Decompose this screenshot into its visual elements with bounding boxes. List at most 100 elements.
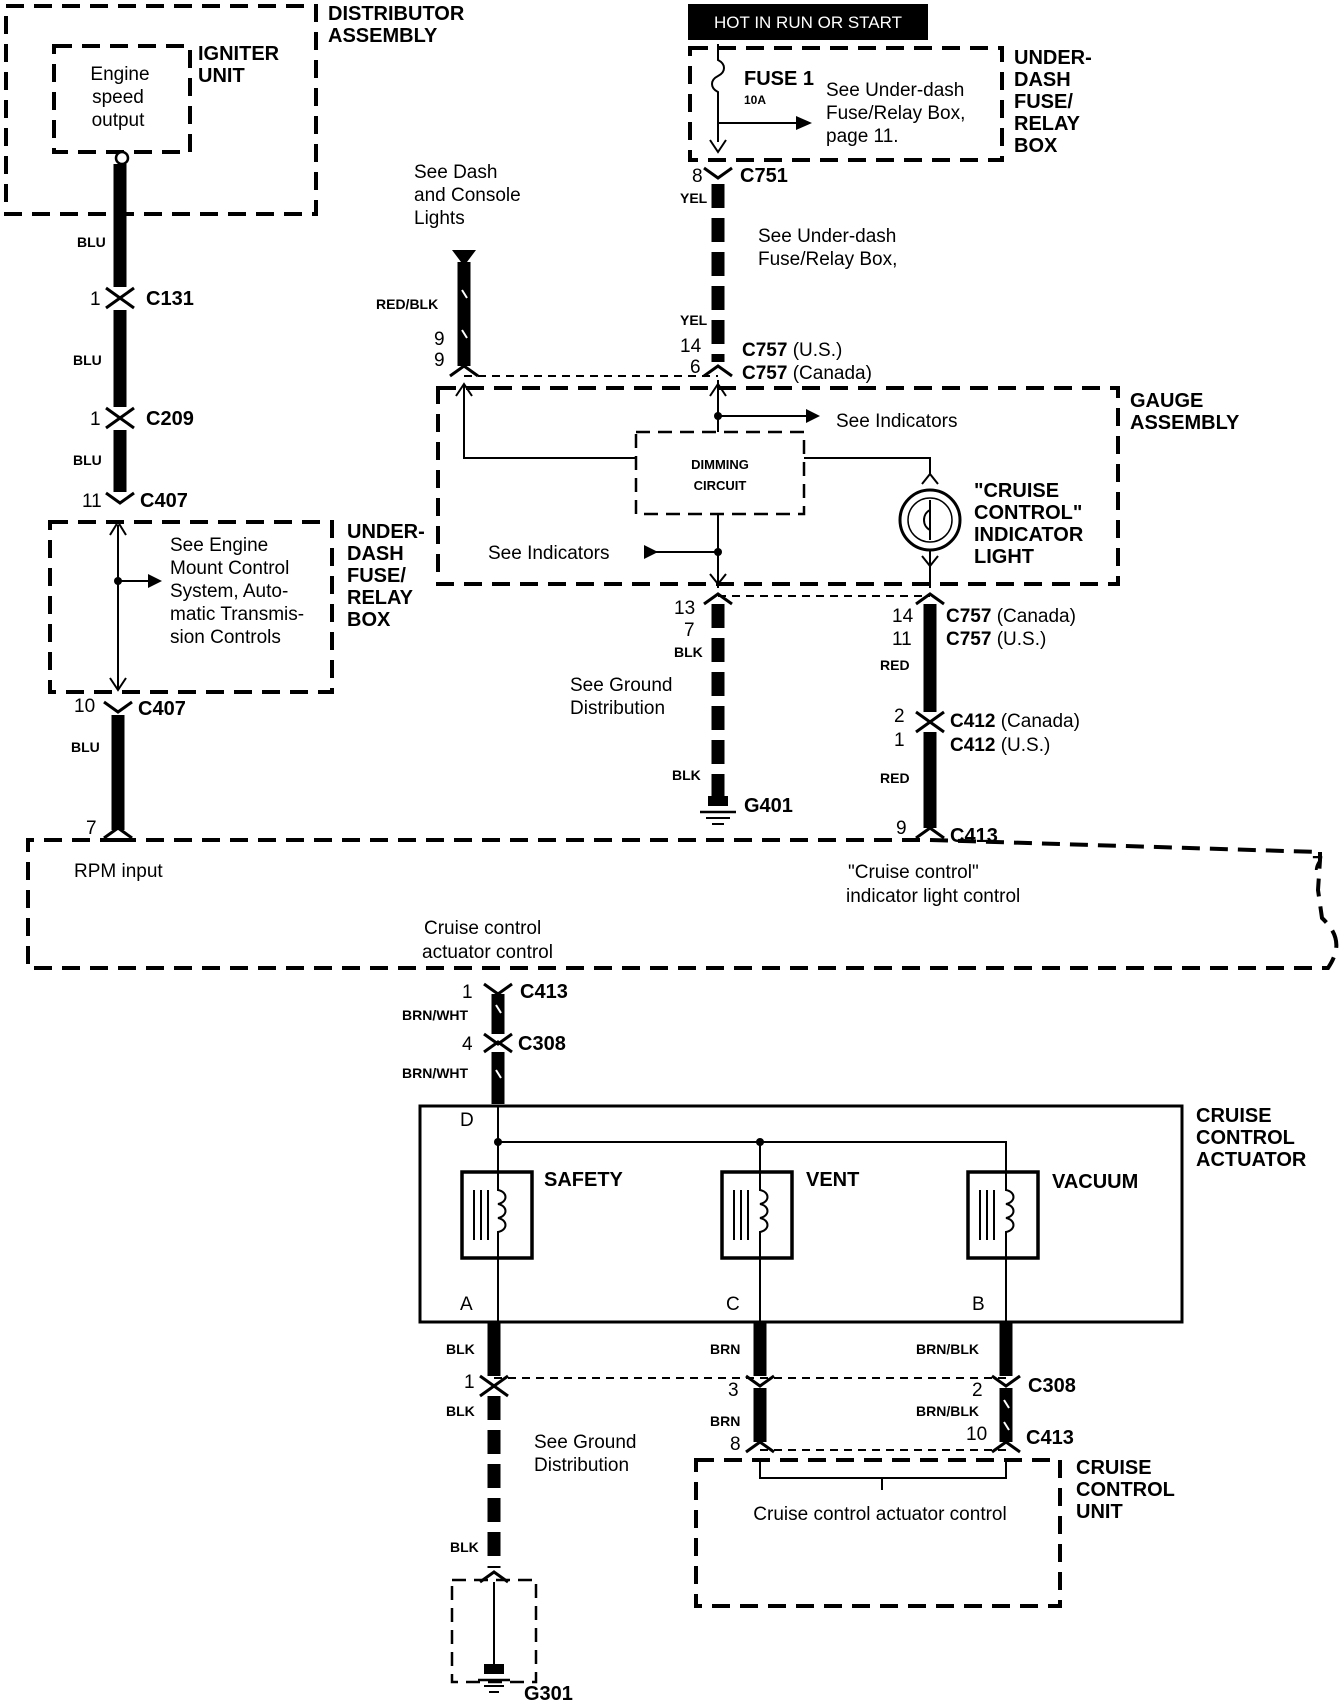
connector-c412-us: C412 (U.S.) <box>950 735 1050 756</box>
underdash-mid-2: DASH <box>347 543 404 565</box>
vent-label: VENT <box>806 1169 859 1191</box>
power-feed: HOT IN RUN OR START FUSE 1 10A See Under… <box>680 4 1092 384</box>
wire-color-red-1: RED <box>880 657 910 673</box>
ground-dist-1b: Distribution <box>570 698 665 719</box>
wire-color-brn-1: BRN <box>710 1341 740 1357</box>
wire-color-blu-2: BLU <box>73 352 102 368</box>
dash-lights-wire: See Dash and Console Lights RED/BLK 9 9 <box>376 162 521 378</box>
pin-3-c308: 3 <box>728 1380 739 1401</box>
see-indicators-left: See Indicators <box>488 543 609 564</box>
dash-lights-3: Lights <box>414 208 465 229</box>
distributor-label-2: ASSEMBLY <box>328 25 438 47</box>
underdash-top-4: RELAY <box>1014 113 1081 135</box>
cruise-unit-2: CONTROL <box>1076 1479 1175 1501</box>
engine-speed-2: speed <box>92 87 144 108</box>
underdash-note-2: Fuse/Relay Box, <box>758 249 897 270</box>
wire-color-blu-1: BLU <box>77 234 106 250</box>
wire-color-blu-4: BLU <box>71 739 100 755</box>
wire-color-brnwht-1: BRN/WHT <box>402 1007 469 1023</box>
distributor-assembly: DISTRIBUTOR ASSEMBLY IGNITER UNIT Engine… <box>4 3 465 216</box>
wire-color-brn-2: BRN <box>710 1413 740 1429</box>
indicator-light-3: INDICATOR <box>974 524 1084 546</box>
actuator-pin-a: A <box>460 1294 473 1315</box>
underdash-box-middle: See Engine Mount Control System, Auto- m… <box>48 520 425 694</box>
indicator-light-1: "CRUISE <box>974 480 1059 502</box>
gauge-label-1: GAUGE <box>1130 390 1203 412</box>
connector-c412-ca: C412 (Canada) <box>950 711 1080 732</box>
engine-mount-5: sion Controls <box>170 627 281 648</box>
safety-label: SAFETY <box>544 1169 624 1191</box>
indicator-light-4: LIGHT <box>974 546 1034 568</box>
connector-c751: C751 <box>740 165 788 187</box>
connector-c757-us2: C757 (U.S.) <box>946 629 1046 650</box>
ground-g301-label: G301 <box>524 1683 573 1704</box>
pin-7-rpm: 7 <box>86 818 97 839</box>
pin-1-c308: 1 <box>464 1372 475 1393</box>
engine-mount-2: Mount Control <box>170 558 289 579</box>
connector-c407-top: C407 <box>140 490 188 512</box>
ground-dist-2b: Distribution <box>534 1455 629 1476</box>
pin-10-c407: 10 <box>74 696 95 717</box>
dimming-label-1: DIMMING <box>691 457 749 472</box>
fuse-note-1: See Under-dash <box>826 80 964 101</box>
pin-14-c757b: 14 <box>892 606 914 627</box>
ground-g401: G401 <box>744 795 793 817</box>
indicator-red-wire: 14 11 C757 (Canada) C757 (U.S.) RED 2 1 … <box>880 592 1080 847</box>
hot-in-run-label: HOT IN RUN OR START <box>714 13 902 32</box>
brn-wht-wire: 1 C413 BRN/WHT 4 C308 BRN/WHT <box>402 981 568 1104</box>
fuse-label: FUSE 1 <box>744 68 814 90</box>
cruise-unit-1: CRUISE <box>1076 1457 1152 1479</box>
pin-9-b: 9 <box>434 350 445 371</box>
actuator-pin-d: D <box>460 1110 474 1131</box>
vacuum-label: VACUUM <box>1052 1171 1138 1193</box>
unit-pin-7-marker: 7 <box>1312 853 1323 875</box>
actuator-label-3: ACTUATOR <box>1196 1149 1307 1171</box>
pin-11-c757b: 11 <box>892 629 912 650</box>
wire-color-blk-1: BLK <box>674 644 703 660</box>
rpm-input-label: RPM input <box>74 861 163 882</box>
dash-lights-1: See Dash <box>414 162 497 183</box>
fuse-note-2: Fuse/Relay Box, <box>826 103 965 124</box>
ground-wire-g401: 13 7 BLK See Ground Distribution BLK G40… <box>570 592 930 825</box>
engine-speed-3: output <box>92 110 146 131</box>
cruise-control-unit-bottom: Cruise control actuator control CRUISE C… <box>694 1457 1175 1608</box>
pin-4-c308: 4 <box>462 1034 473 1055</box>
actuator-output-wires: BLK BRN BRN/BLK 1 3 2 C308 BLK See Groun… <box>446 1322 1076 1568</box>
connector-c413-mid: C413 <box>520 981 568 1003</box>
pin-7-ground: 7 <box>684 620 695 641</box>
pin-10-c413: 10 <box>966 1424 987 1445</box>
pin-1-c131: 1 <box>90 289 101 310</box>
underdash-mid-4: RELAY <box>347 587 414 609</box>
pin-2-c308: 2 <box>972 1380 983 1401</box>
wire-color-blk-2: BLK <box>672 767 701 783</box>
wire-color-blu-3: BLU <box>73 452 102 468</box>
actuator-pin-b: B <box>972 1294 985 1315</box>
actuator-ctrl-2-label: Cruise control actuator control <box>753 1504 1006 1525</box>
pin-1-c412: 1 <box>894 730 905 751</box>
fuse-note-3: page 11. <box>826 126 899 147</box>
distributor-label-1: DISTRIBUTOR <box>328 3 465 25</box>
fuse-rating: 10A <box>744 93 766 107</box>
underdash-mid-5: BOX <box>347 609 391 631</box>
actuator-label-1: CRUISE <box>1196 1105 1272 1127</box>
dash-lights-2: and Console <box>414 185 521 206</box>
cruise-control-unit-body: 7 RPM input "Cruise control" indicator l… <box>26 838 1339 970</box>
wire-color-brnblk-1: BRN/BLK <box>916 1341 979 1357</box>
wire-color-blk-3: BLK <box>446 1341 475 1357</box>
underdash-top-1: UNDER- <box>1014 47 1092 69</box>
wire-color-redblk: RED/BLK <box>376 296 438 312</box>
connector-c757-ca2: C757 (Canada) <box>946 606 1076 627</box>
wire-color-yel-2: YEL <box>680 312 708 328</box>
wire-color-brnblk-2: BRN/BLK <box>916 1403 979 1419</box>
pin-8-c413: 8 <box>730 1434 741 1455</box>
underdash-top-3: FUSE/ <box>1014 91 1073 113</box>
wire-color-yel-1: YEL <box>680 190 708 206</box>
cruise-unit-3: UNIT <box>1076 1501 1123 1523</box>
connector-c308-bottom: C308 <box>1028 1375 1076 1397</box>
engine-speed-1: Engine <box>90 64 149 85</box>
wire-color-blk-5: BLK <box>450 1539 479 1555</box>
pin-11-c407: 11 <box>82 491 102 512</box>
pin-1-c413-b: 1 <box>462 982 473 1003</box>
actuator-ctrl-1: Cruise control <box>424 918 541 939</box>
